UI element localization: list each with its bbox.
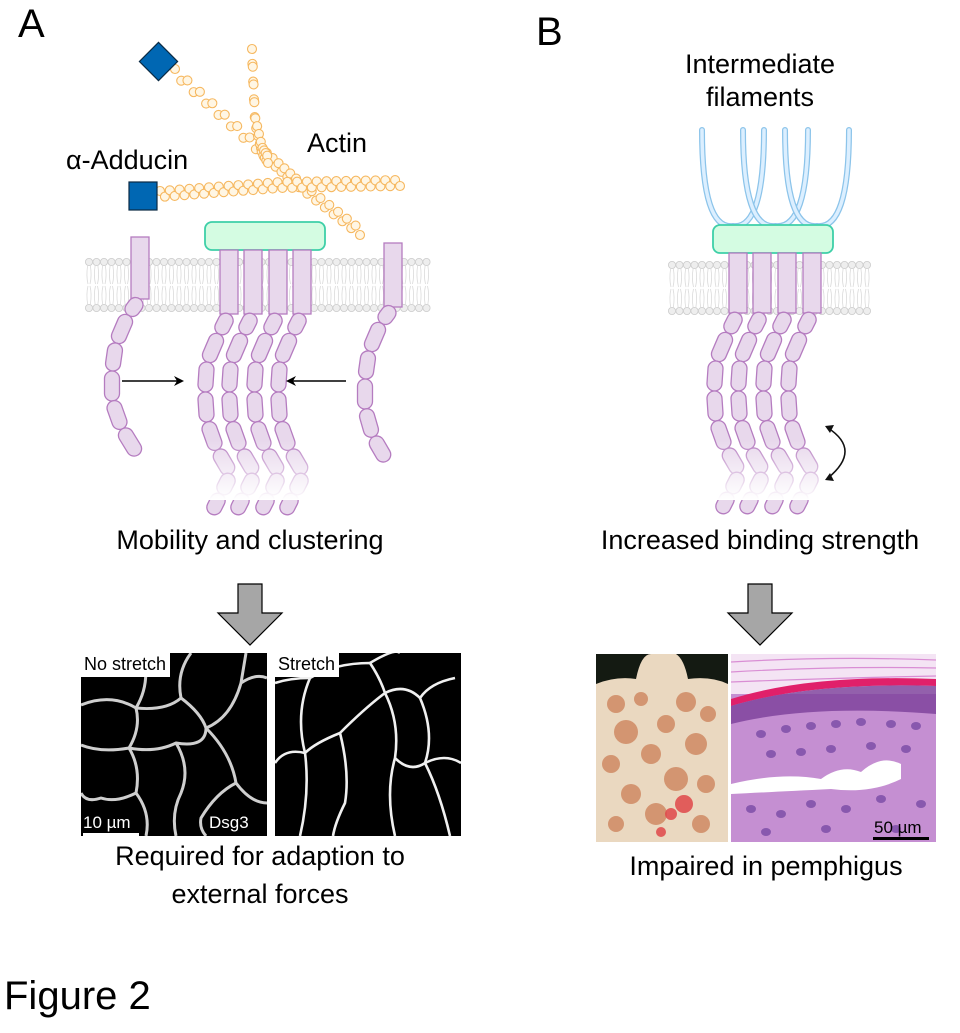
actin-filaments — [154, 43, 406, 241]
panel-a-result-line2: external forces — [171, 879, 349, 909]
adducin-square — [128, 181, 158, 211]
intermediate-filaments — [699, 127, 852, 230]
binding-strength-double-arrow — [825, 425, 846, 481]
panel-a-letter: A — [18, 2, 45, 46]
desmosomal-plaque-a — [204, 221, 326, 251]
no-stretch-label: No stretch — [81, 653, 171, 677]
pemphigus-patient-photo — [596, 654, 728, 842]
micrograph-stretch: Stretch — [275, 653, 461, 836]
clustering-arrow-right — [286, 376, 346, 386]
cell-borders-no-stretch — [81, 653, 267, 836]
panel-b-letter: B — [536, 10, 563, 54]
down-arrow-b — [726, 583, 794, 646]
desmosomal-plaque-b — [712, 224, 834, 254]
actin-label: Actin — [307, 128, 368, 158]
panel-a-result-line1: Required for adaption to — [115, 841, 405, 871]
dsg3-marker-label: Dsg3 — [209, 813, 249, 832]
panel-b-caption: Increased binding strength — [600, 525, 920, 555]
panel-a-caption: Mobility and clustering — [116, 525, 384, 555]
clustering-arrow-left — [122, 376, 184, 386]
micrograph-no-stretch: No stretch 10 µm Dsg3 — [81, 653, 267, 836]
cell-borders-stretch — [275, 653, 461, 836]
filaments-label-line1: Intermediate — [684, 49, 836, 79]
scale-bar-50um — [873, 837, 929, 840]
figure-title: Figure 2 — [4, 974, 151, 1018]
filaments-label-line2: filaments — [705, 82, 815, 112]
stretch-label: Stretch — [275, 653, 340, 677]
scale-bar-10um — [83, 833, 139, 836]
panel-b-result-caption: Impaired in pemphigus — [629, 851, 903, 881]
down-arrow-a — [216, 583, 284, 646]
scale-label-50um: 50 µm — [874, 818, 922, 837]
histology-section-image: 50 µm — [731, 654, 936, 842]
adducin-label: α-Adducin — [66, 145, 189, 175]
adducin-square-rotated — [138, 41, 179, 82]
scale-label-10um: 10 µm — [83, 813, 131, 832]
